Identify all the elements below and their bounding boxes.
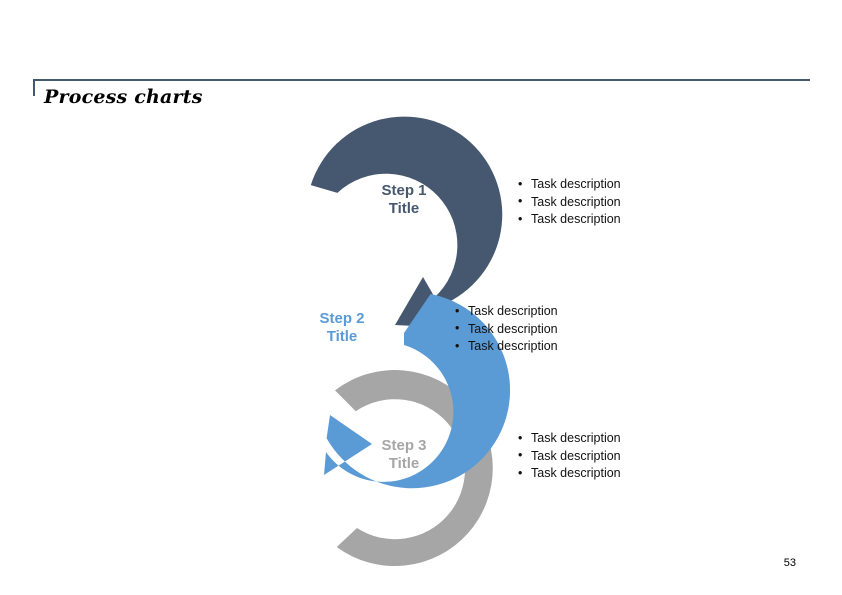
page-number: 53 [783,557,796,569]
step-3-title: Step 3 Title [381,437,427,472]
header-tick-mark [33,79,35,96]
list-item: Task description [518,465,621,483]
page-title: Process charts [44,86,203,108]
list-item: Task description [518,176,621,194]
list-item: Task description [455,303,558,321]
step-2-task-list: Task description Task description Task d… [455,303,558,356]
list-item: Task description [455,338,558,356]
list-item: Task description [455,320,558,339]
list-item: Task description [518,447,621,466]
step-1-title: Step 1 Title [381,182,427,217]
step-3-task-list: Task description Task description Task d… [518,430,621,483]
step-1-ring [310,116,503,328]
list-item: Task description [518,211,621,229]
list-item: Task description [518,430,621,448]
slide-header: Process charts [0,0,842,120]
list-item: Task description [518,193,621,212]
step-1-task-list: Task description Task description Task d… [518,176,621,229]
header-rule [33,79,810,81]
step-2-title: Step 2 Title [319,310,365,345]
